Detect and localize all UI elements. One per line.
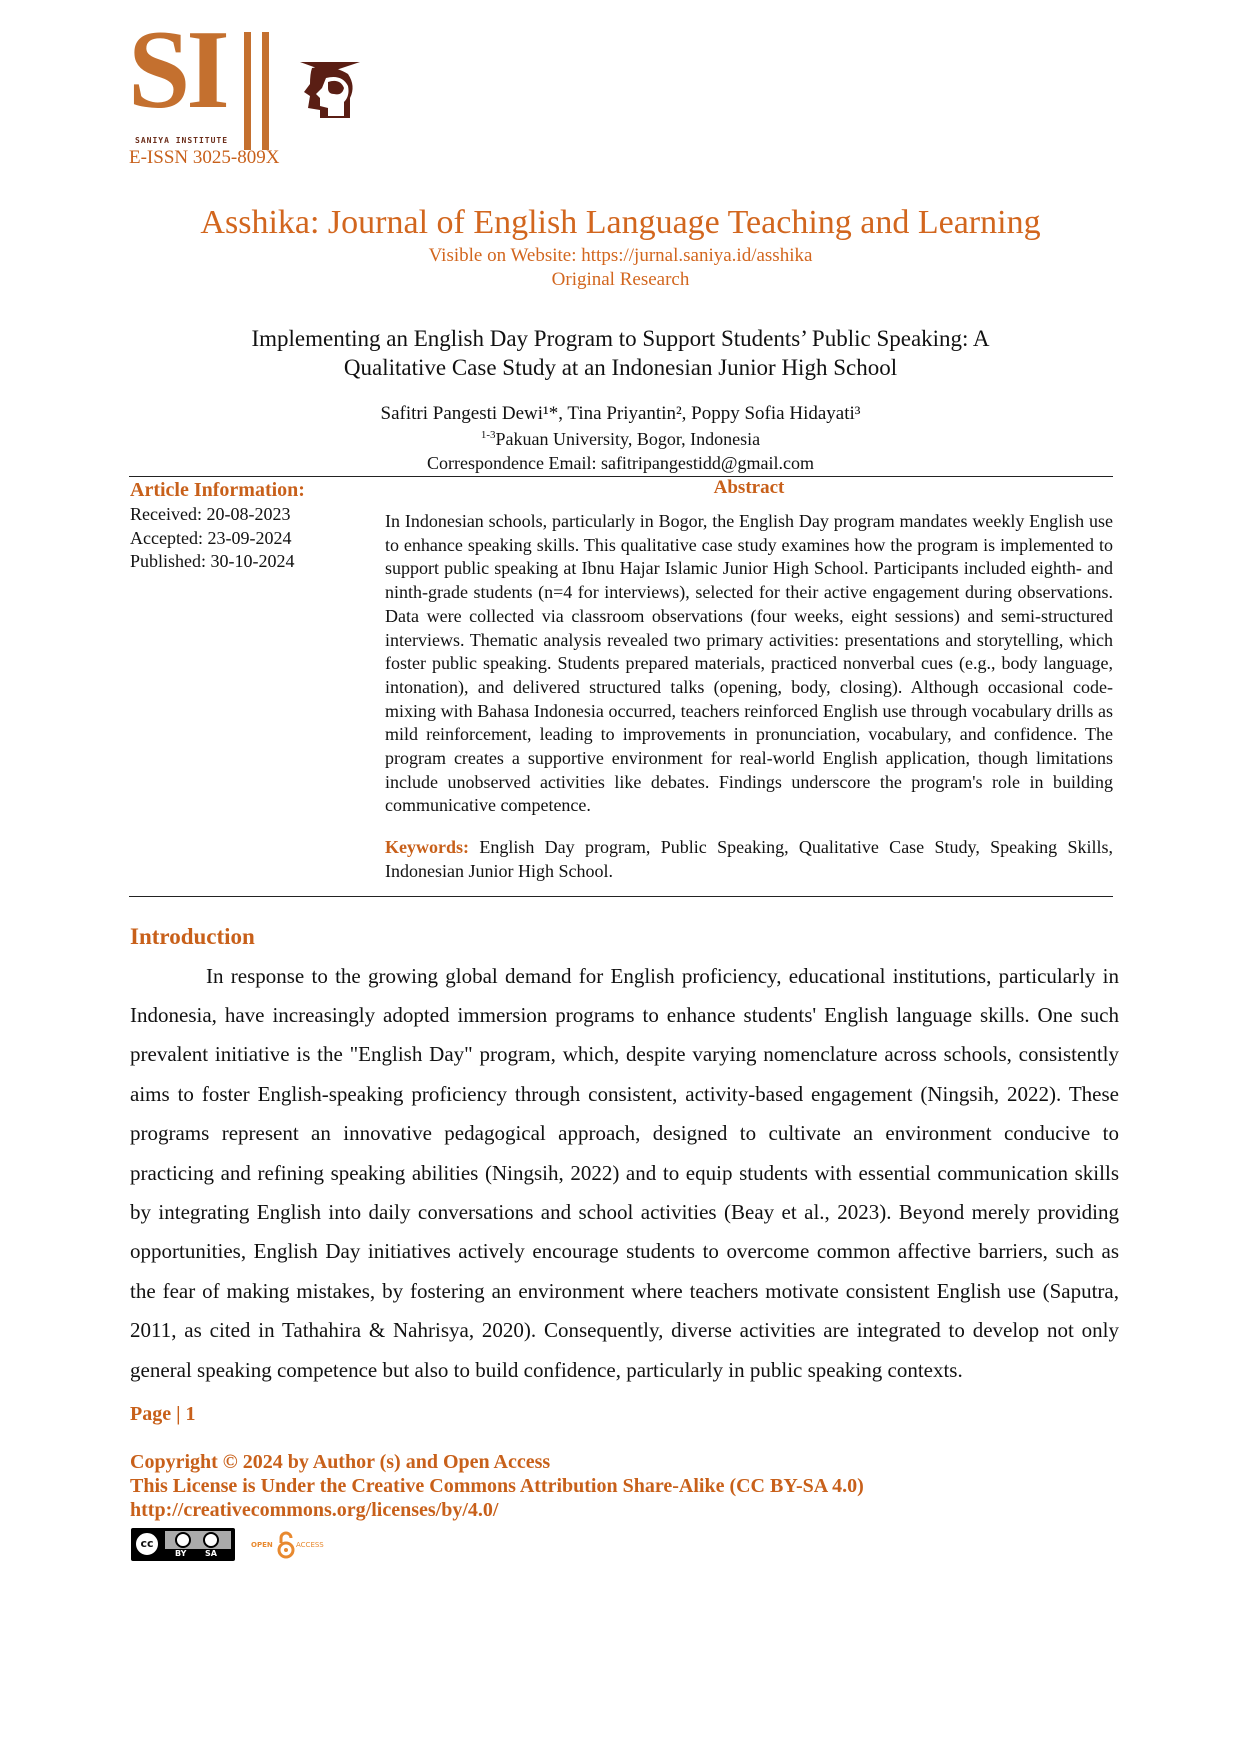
graduate-head-icon [300,62,360,118]
attribution-icon [175,1532,191,1549]
website-link[interactable]: https://jurnal.saniya.id/asshika [581,245,813,266]
website-label: Visible on Website: [428,245,582,266]
cc-icon: cc [134,1531,160,1558]
cc-by-sa-badge: cc BY SA [131,1528,235,1562]
paper-title-line: Implementing an English Day Program to S… [251,326,990,351]
logo-bar [262,32,269,150]
abstract-heading: Abstract [713,477,785,498]
abstract-section: In Indonesian schools, particularly in B… [385,510,1113,890]
open-label: OPEN [251,1541,273,1550]
share-alike-icon [203,1532,219,1549]
divider [129,476,1113,477]
affiliation: 1-3Pakuan University, Bogor, Indonesia [0,428,1241,450]
open-lock-icon [277,1531,295,1559]
article-type: Original Research [551,269,690,290]
article-info-heading: Article Information: [130,479,305,501]
keywords-text: English Day program, Public Speaking, Qu… [385,837,1113,881]
logo-bar [244,32,251,150]
license-badges: cc BY SA OPEN ACCESS [129,1528,1119,1564]
accepted-date: Accepted: 23-09-2024 [130,528,292,548]
paper-title-line: Qualitative Case Study at an Indonesian … [343,355,898,380]
authors: Safitri Pangesti Dewi¹*, Tina Priyantin²… [380,403,861,424]
page-number: Page | 1 [130,1403,196,1426]
license-text: This License is Under the Creative Commo… [130,1475,864,1498]
paper-title: Implementing an English Day Program to S… [0,324,1241,382]
journal-logo-letters: SI [128,8,230,132]
license-link[interactable]: http://creativecommons.org/licenses/by/4… [130,1499,499,1522]
abstract-text: In Indonesian schools, particularly in B… [385,511,1113,816]
article-body: In Indonesian schools, particularly in B… [129,510,1119,1564]
copyright: Copyright © 2024 by Author (s) and Open … [130,1451,551,1474]
by-label: BY [175,1549,187,1559]
logo-institute-name: SANIYA INSTITUTE [135,136,229,145]
journal-website: Visible on Website: https://jurnal.saniy… [0,245,1241,267]
affiliation-text: Pakuan University, Bogor, Indonesia [495,429,761,449]
received-date: Received: 20-08-2023 [130,504,291,524]
sa-label: SA [205,1549,217,1559]
keywords-label: Keywords: [385,837,469,858]
access-label: ACCESS [296,1541,324,1550]
issn: E-ISSN 3025-809X [129,147,280,168]
divider [129,895,1113,897]
open-access-badge: OPEN ACCESS [251,1529,335,1561]
introduction-heading: Introduction [130,923,255,949]
published-date: Published: 30-10-2024 [130,551,295,571]
correspondence-email: Correspondence Email: safitripangestidd@… [427,453,814,473]
introduction-text: In response to the growing global demand… [130,963,1119,1382]
affiliation-sup: 1-3 [480,429,496,441]
journal-title: Asshika: Journal of English Language Tea… [200,204,1041,241]
keywords: Keywords: English Day program, Public Sp… [385,836,1113,883]
